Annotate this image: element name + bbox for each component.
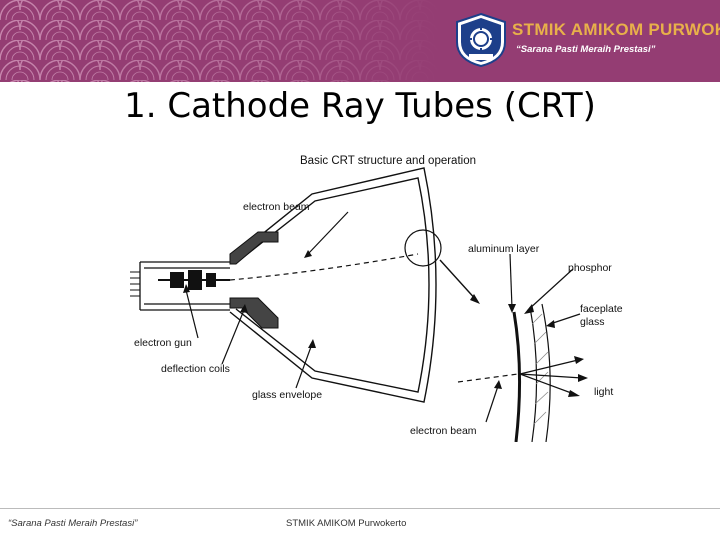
electron-beam-path [229, 253, 419, 281]
pin-leads [130, 271, 140, 297]
label-faceplate: faceplate [580, 303, 623, 315]
label-electron-beam-top: electron beam [243, 201, 310, 213]
logo-emblem-icon [456, 12, 506, 68]
label-aluminum-layer: aluminum layer [468, 243, 540, 255]
label-glass: glass [580, 316, 605, 328]
label-deflection-coils: deflection coils [161, 363, 230, 375]
slide-title: 1. Cathode Ray Tubes (CRT) [124, 86, 596, 126]
crt-diagram: Basic CRT structure and operation [118, 142, 658, 442]
label-phosphor: phosphor [568, 262, 612, 274]
institution-name: STMIK AMIKOM PURWOKERTO [512, 20, 720, 39]
footer-institution: STMIK AMIKOM Purwokerto [286, 518, 407, 529]
label-electron-gun: electron gun [134, 337, 192, 349]
diagram-caption: Basic CRT structure and operation [300, 155, 476, 167]
label-electron-beam-bottom: electron beam [410, 425, 477, 437]
footer-divider [0, 508, 720, 509]
label-pointers [185, 211, 581, 423]
electron-beam-enlarged [457, 373, 519, 383]
deflection-coils [229, 231, 279, 329]
label-glass-envelope: glass envelope [252, 389, 322, 401]
institution-motto: “Sarana Pasti Meraih Prestasi” [516, 44, 656, 55]
label-light: light [594, 386, 613, 398]
magnifier-arrow [439, 259, 479, 303]
pointer-arrowheads [183, 250, 555, 389]
light-rays [519, 359, 583, 395]
enlarged-faceplate [512, 303, 551, 442]
header-banner: STMIK AMIKOM PURWOKERTO “Sarana Pasti Me… [0, 0, 720, 82]
glass-envelope [229, 167, 437, 403]
footer-motto: “Sarana Pasti Meraih Prestasi” [8, 518, 138, 529]
institution-logo [453, 12, 509, 68]
wave-pattern [0, 0, 440, 82]
electron-gun [158, 270, 230, 290]
tube-neck [139, 261, 230, 311]
magnifier-circle [404, 229, 442, 267]
